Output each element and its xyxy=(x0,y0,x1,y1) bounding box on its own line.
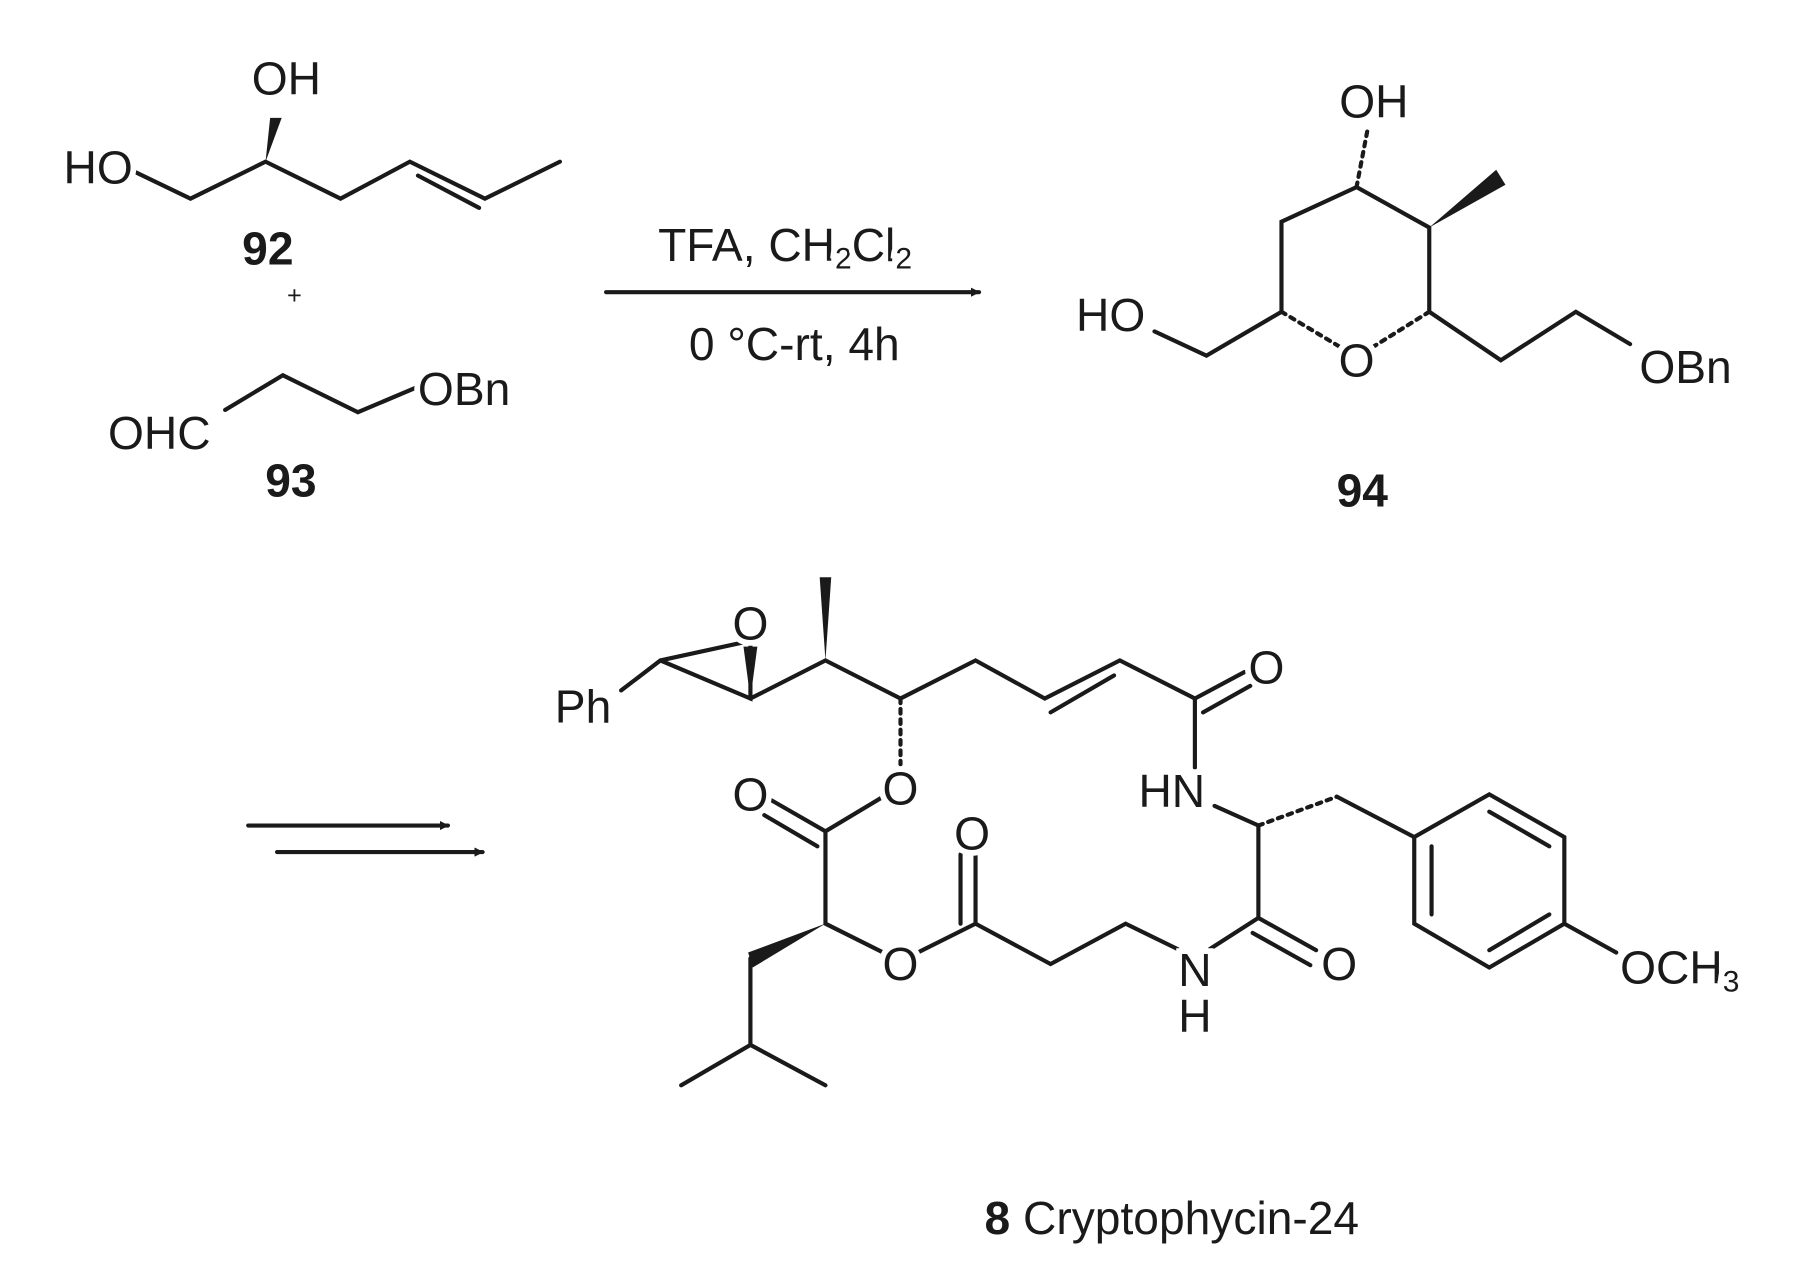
wedge-methyl xyxy=(819,577,832,661)
atom-hn: HN xyxy=(1138,765,1205,817)
amide-carbonyl-2 xyxy=(1200,683,1253,715)
bond-ch2-aryl xyxy=(1334,794,1417,840)
atom-epoxide-o: O xyxy=(732,597,768,649)
bond-side-chain xyxy=(1427,309,1633,363)
ring-bonds-left xyxy=(1279,185,1359,314)
double-bond-92 xyxy=(415,173,482,210)
compound-8: Ph O O HN O O O O N H O OCH3 8 Cryptophy… xyxy=(549,577,1745,1250)
reagents-label: TFA, CH2Cl2 xyxy=(658,219,912,275)
wedge-epoxide xyxy=(743,646,758,699)
compound-92: OH HO 92 + xyxy=(58,47,563,315)
atom-ph: Ph xyxy=(555,681,611,733)
atom-ho: HO xyxy=(1076,289,1145,341)
hashed-bond-ring-o-left xyxy=(1279,309,1342,349)
compound-93: OHC OBn 93 xyxy=(102,357,516,512)
double-bond-enoate xyxy=(1048,673,1117,715)
atom-obn: OBn xyxy=(418,363,510,415)
bond-isobutyl xyxy=(679,956,753,1088)
aromatic-bond-3 xyxy=(1487,912,1552,953)
amide-carbonyl xyxy=(1192,669,1247,701)
amide2-carbonyl-2 xyxy=(1250,930,1313,968)
hashed-bond-ring-o-right xyxy=(1371,309,1432,349)
wedge-bond-methyl xyxy=(1429,169,1506,228)
atom-oh: OH xyxy=(1339,76,1408,128)
bond-n-ca xyxy=(1212,803,1261,828)
compound-number-94: 94 xyxy=(1337,465,1389,517)
wedge-isobutyl xyxy=(748,923,826,968)
atom-och3: OCH3 xyxy=(1620,942,1739,998)
bond-beta-alanine xyxy=(915,921,1180,967)
bond-chain-93 xyxy=(223,372,421,415)
atom-obn: OBn xyxy=(1639,341,1731,393)
multistep-arrow xyxy=(246,820,485,857)
ester-carbonyl-2 xyxy=(762,813,820,849)
compound-number-92: 92 xyxy=(242,222,293,274)
wedge-bond-92 xyxy=(265,117,282,162)
compound-94: OH HO O OBn 94 xyxy=(1070,70,1737,523)
bond-backbone xyxy=(748,658,1197,701)
bond-hydroxyacid xyxy=(823,794,886,955)
atom-ho: HO xyxy=(64,141,133,193)
bond-ph xyxy=(619,658,663,693)
atom-ohc: OHC xyxy=(108,407,211,459)
hashed-bond-oh xyxy=(1354,124,1371,190)
ring-bonds-right xyxy=(1354,185,1432,314)
reaction-arrow: TFA, CH2Cl2 0 °C-rt, 4h xyxy=(604,213,982,376)
bond-isobutyl-2 xyxy=(748,1042,828,1088)
bond-chain-92 xyxy=(130,159,563,201)
atom-ester-o: O xyxy=(883,763,919,815)
atom-amide2-o: O xyxy=(1321,938,1357,990)
bond-co-n xyxy=(1207,915,1261,952)
bond-ome xyxy=(1562,921,1619,955)
atom-amide-o: O xyxy=(1249,641,1285,693)
atom-ester-carbonyl-o: O xyxy=(732,768,768,820)
atom-amide-n: N xyxy=(1178,944,1211,996)
compound-caption: 8 Cryptophycin-24 xyxy=(985,1192,1360,1244)
aromatic-bond-2 xyxy=(1487,809,1552,849)
amide2-carbonyl xyxy=(1256,915,1319,953)
atom-amide-h: H xyxy=(1178,990,1211,1042)
bond-ch2oh xyxy=(1152,309,1284,358)
benzene-ring xyxy=(1412,791,1567,970)
plus-sign: + xyxy=(287,282,302,310)
atom-ester2-o: O xyxy=(883,938,919,990)
atom-oh: OH xyxy=(252,53,321,105)
compound-number-93: 93 xyxy=(265,454,316,506)
ester-carbonyl xyxy=(769,798,828,834)
atom-ring-o: O xyxy=(1339,334,1375,386)
hashed-bond-benzyl xyxy=(1256,794,1339,828)
conditions-label: 0 °C-rt, 4h xyxy=(689,318,900,370)
atom-ester2-carbonyl-o: O xyxy=(954,808,990,860)
